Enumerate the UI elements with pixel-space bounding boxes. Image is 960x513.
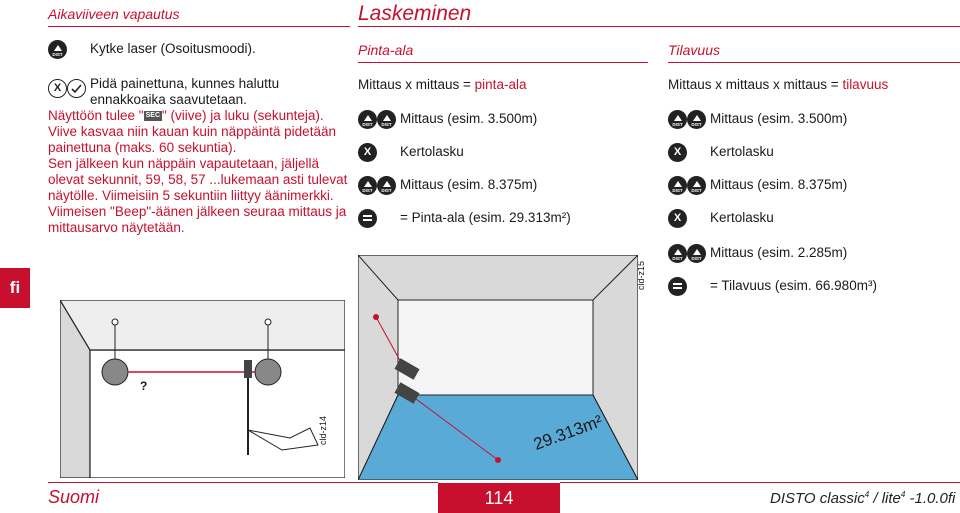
delay-paragraph-line8: mittausarvo näytetään.: [48, 220, 185, 235]
footer-rule-right: [560, 482, 960, 483]
delay-figure: [60, 300, 345, 478]
volume-formula: Mittaus x mittaus x mittaus = tilavuus: [668, 77, 889, 92]
page-number: 114: [438, 483, 560, 513]
dist-key-icon: DIST: [48, 40, 67, 59]
volume-dist-key-icon-6: DIST: [687, 244, 706, 263]
header-rule-left: [48, 26, 350, 27]
volume-dist-key-icon-2: DIST: [687, 110, 706, 129]
step-laser-on: Kytke laser (Osoitusmoodi).: [90, 41, 256, 56]
footer-product: DISTO classic4 / lite4 -1.0.0fi: [770, 490, 956, 507]
area-step-measure-1: Mittaus (esim. 3.500m): [400, 111, 538, 126]
step-hold-line2: ennakkoaika saavutetaan.: [90, 92, 247, 107]
volume-step-measure-2: Mittaus (esim. 8.375m): [710, 177, 848, 192]
step-hold-line1: Pidä painettuna, kunnes haluttu: [90, 76, 280, 91]
delay-paragraph-line2: Viive kasvaa niin kauan kuin näppäintä p…: [48, 124, 336, 139]
area-dist-key-icon-2: DIST: [377, 110, 396, 129]
area-dist-key-icon-3: DIST: [358, 176, 377, 195]
volume-subtitle: Tilavuus: [668, 42, 721, 58]
volume-dist-key-icon-1: DIST: [668, 110, 687, 129]
header-rule-right: [358, 26, 960, 27]
figure-code-middle: cld-z15: [636, 260, 646, 290]
check-key-icon: [67, 79, 86, 98]
volume-step-measure-3: Mittaus (esim. 2.285m): [710, 245, 848, 260]
volume-dist-key-icon-5: DIST: [668, 244, 687, 263]
area-formula: Mittaus x mittaus = pinta-ala: [358, 77, 527, 92]
area-dist-key-icon-1: DIST: [358, 110, 377, 129]
delay-paragraph-line1: Näyttöön tulee "SEC" (viive) ja luku (se…: [48, 108, 324, 123]
times-key-icon: X: [48, 79, 67, 98]
volume-dist-key-icon-3: DIST: [668, 176, 687, 195]
volume-step-result: = Tilavuus (esim. 66.980m³): [710, 278, 877, 293]
area-subtitle: Pinta-ala: [358, 42, 414, 58]
footer-language: Suomi: [48, 487, 100, 507]
sec-display-icon: SEC: [143, 111, 163, 122]
volume-step-multiply-1: Kertolasku: [710, 144, 774, 159]
delay-paragraph-line5: olevat sekunnit, 59, 58, 57 ...lukemaan …: [48, 172, 348, 187]
page-title: Laskeminen: [358, 2, 472, 25]
delay-paragraph-line3: painettuna (maks. 60 sekuntia).: [48, 140, 237, 155]
area-dist-key-icon-4: DIST: [377, 176, 396, 195]
volume-dist-key-icon-4: DIST: [687, 176, 706, 195]
volume-rule: [668, 62, 960, 63]
footer-rule-left: [48, 482, 438, 483]
area-times-key-icon: X: [358, 143, 377, 162]
volume-step-multiply-2: Kertolasku: [710, 210, 774, 225]
volume-result-key-icon: [668, 277, 687, 296]
language-tab: fi: [0, 268, 30, 308]
area-step-multiply: Kertolasku: [400, 144, 464, 159]
area-result-key-icon: [358, 209, 377, 228]
area-step-result: = Pinta-ala (esim. 29.313m²): [400, 210, 571, 225]
area-step-measure-2: Mittaus (esim. 8.375m): [400, 177, 538, 192]
delay-paragraph-line7: Viimeisen "Beep"-äänen jälkeen seuraa mi…: [48, 204, 347, 219]
area-figure: [358, 255, 638, 480]
area-rule: [358, 62, 648, 63]
delay-paragraph-line6: näytölle. Viimeisiin 5 sekuntiin liittyy…: [48, 188, 334, 203]
delay-paragraph-line4: Sen jälkeen kun näppäin vapautetaan, jäl…: [48, 156, 319, 171]
volume-step-measure-1: Mittaus (esim. 3.500m): [710, 111, 848, 126]
volume-times-key-icon-1: X: [668, 143, 687, 162]
volume-times-key-icon-2: X: [668, 209, 687, 228]
section-title-delay: Aikaviiveen vapautus: [48, 6, 180, 22]
figure-question-mark: ?: [140, 379, 148, 393]
figure-code-left: cld-z14: [318, 415, 328, 445]
